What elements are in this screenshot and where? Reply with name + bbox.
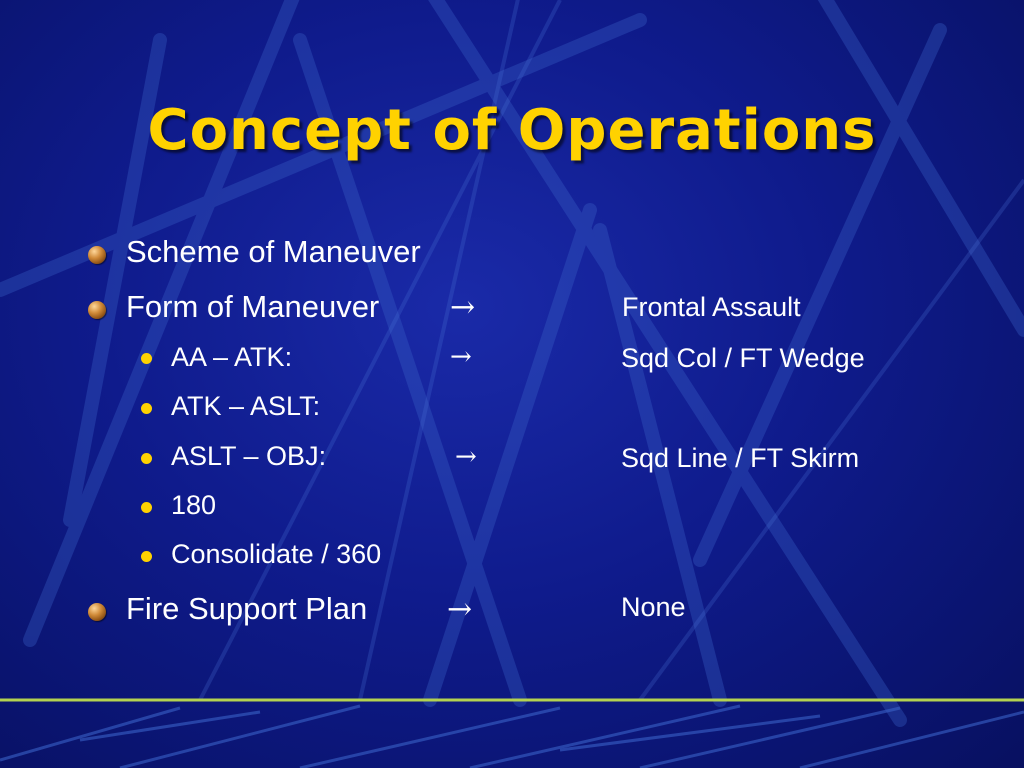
- bullet-sphere-icon: [88, 246, 106, 264]
- sub-bullet-180: 180: [171, 490, 217, 520]
- right-arrow-icon: →: [450, 342, 472, 372]
- sub-bullet-aa-atk: AA – ATK:: [171, 342, 293, 372]
- bullet-sphere-icon: [88, 301, 106, 319]
- right-arrow-icon: →: [455, 442, 477, 472]
- sub-bullet-aslt-obj: ASLT – OBJ:: [171, 441, 327, 471]
- bullet-dot-icon: [141, 502, 152, 513]
- bullet-dot-icon: [141, 353, 152, 364]
- slide-title: Concept of Operations: [147, 98, 877, 163]
- right-arrow-icon: →: [447, 592, 473, 627]
- aa-atk-value: Sqd Col / FT Wedge: [621, 343, 865, 373]
- bullet-dot-icon: [141, 403, 152, 414]
- sub-bullet-consolidate-360: Consolidate / 360: [171, 539, 382, 569]
- bullet-fire-support-plan: Fire Support Plan: [126, 591, 368, 626]
- bullet-sphere-icon: [88, 603, 106, 621]
- right-arrow-icon: →: [450, 290, 476, 325]
- fire-support-plan-value: None: [621, 592, 686, 622]
- bullet-form-of-maneuver: Form of Maneuver: [126, 289, 380, 324]
- bullet-dot-icon: [141, 551, 152, 562]
- sub-bullet-atk-aslt: ATK – ASLT:: [171, 391, 321, 421]
- bullet-scheme-of-maneuver: Scheme of Maneuver: [126, 234, 421, 269]
- aslt-obj-value: Sqd Line / FT Skirm: [621, 443, 860, 473]
- form-of-maneuver-value: Frontal Assault: [622, 292, 801, 322]
- bullet-dot-icon: [141, 453, 152, 464]
